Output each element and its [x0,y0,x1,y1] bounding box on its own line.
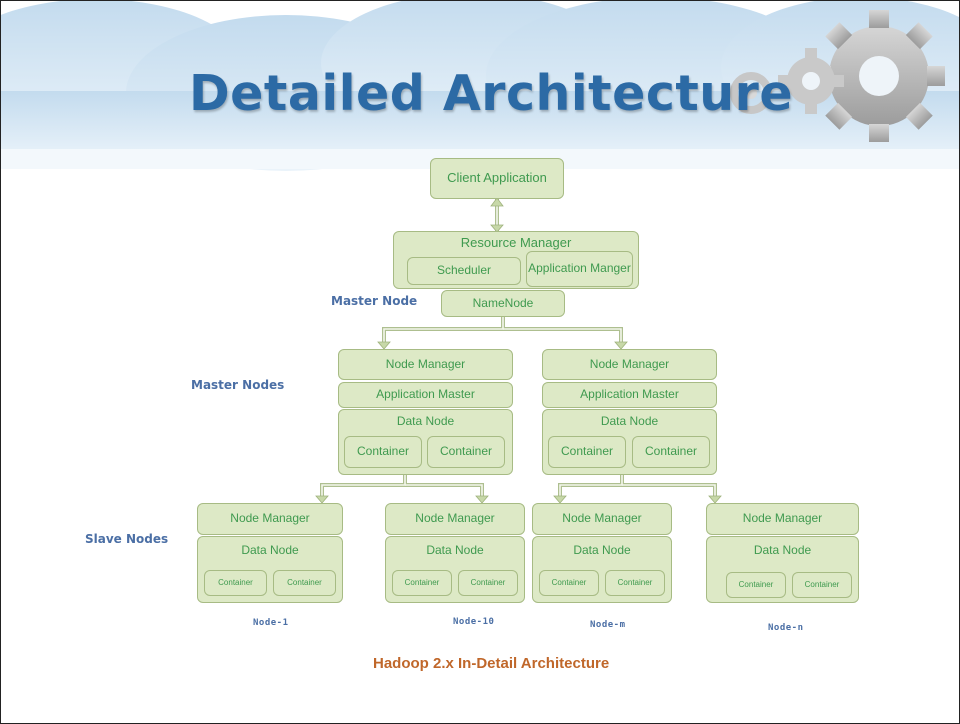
container-box: Container [548,436,626,468]
node-manager-box: Node Manager [532,503,672,535]
application-manager-label: Application Manger [528,261,631,276]
master-right-to-slaves-connector [558,475,624,501]
container-box: Container [427,436,505,468]
client-application-box: Client Application [430,158,564,199]
node-manager-box: Node Manager [338,349,513,380]
client-application-label: Client Application [447,170,547,186]
diagram-caption: Hadoop 2.x In-Detail Architecture [373,655,610,672]
application-master-label: Application Master [580,387,679,402]
container-label: Container [804,579,840,589]
gear-icon [813,10,945,142]
data-node-label: Data Node [600,414,659,428]
master-left-to-slaves-connector [320,475,407,501]
container-label: Container [470,577,506,587]
gear-icon [778,48,844,114]
arrowheads [315,197,722,504]
node-manager-box: Node Manager [542,349,717,380]
data-node-label: Data Node [396,414,455,428]
node-name-label: Node-10 [453,617,495,627]
page-title: Detailed Architecture [189,65,794,122]
application-master-box: Application Master [338,382,513,408]
data-node-label: Data Node [426,543,484,557]
container-label: Container [617,577,653,587]
container-label: Container [560,444,614,459]
container-label: Container [356,444,410,459]
node-manager-label: Node Manager [562,511,642,526]
container-label: Container [218,577,253,587]
node-name-label: Node-m [590,620,626,630]
container-box: Container [273,570,336,596]
container-box: Container [605,570,665,596]
node-manager-label: Node Manager [589,356,670,371]
container-label: Container [287,577,322,587]
data-node-label: Data Node [241,543,299,557]
container-box: Container [344,436,422,468]
container-label: Container [644,444,698,459]
namenode-box: NameNode [441,290,565,317]
container-box: Container [539,570,599,596]
container-box: Container [204,570,267,596]
node-manager-label: Node Manager [385,356,466,371]
container-label: Container [551,577,587,587]
application-manager-box: Application Manger [526,251,633,287]
node-manager-label: Node Manager [415,511,495,526]
application-master-box: Application Master [542,382,717,408]
scheduler-label: Scheduler [436,263,492,278]
master-node-label: Master Node [331,294,418,308]
node-manager-label: Node Manager [742,511,823,526]
cloud-shape [1,1,959,171]
container-box: Container [726,572,786,598]
container-box: Container [792,572,852,598]
namenode-to-master-left-connector [382,317,505,347]
node-manager-box: Node Manager [197,503,343,535]
slave-nodes-label: Slave Nodes [85,532,169,546]
master-nodes-label: Master Nodes [191,378,285,392]
container-label: Container [404,577,440,587]
data-node-label: Data Node [573,543,631,557]
container-box: Container [632,436,710,468]
gear-icon [730,72,772,114]
node-manager-label: Node Manager [230,511,310,526]
node-name-label: Node-1 [253,618,289,628]
container-label: Container [439,444,493,459]
application-master-label: Application Master [376,387,475,402]
node-manager-box: Node Manager [385,503,525,535]
data-node-label: Data Node [753,543,812,557]
container-box: Container [458,570,518,596]
node-name-label: Node-n [768,623,804,633]
node-manager-box: Node Manager [706,503,859,535]
namenode-label: NameNode [472,295,534,310]
container-label: Container [738,579,774,589]
container-box: Container [392,570,452,596]
scheduler-box: Scheduler [407,257,521,285]
resource-manager-label: Resource Manager [460,235,572,250]
